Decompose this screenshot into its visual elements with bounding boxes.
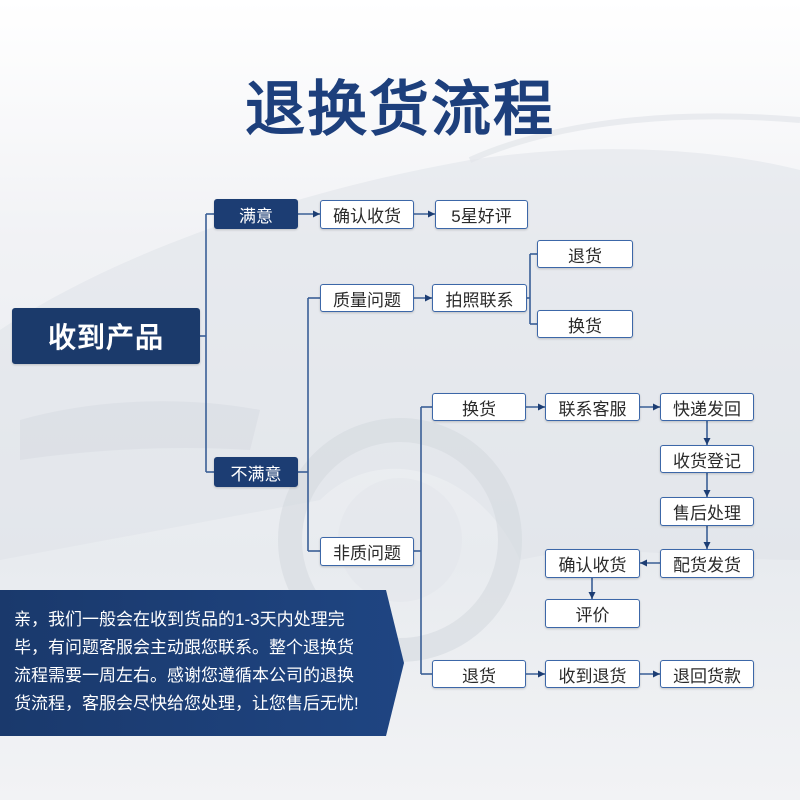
confirm-receipt-box: 确认收货 [320,200,414,229]
quality-issue-box: 质量问题 [320,284,414,312]
five-star-review-box: 5星好评 [435,200,528,229]
ship-goods-box: 配货发货 [660,549,754,578]
return-box-quality: 退货 [537,240,633,268]
note-text: 亲，我们一般会在收到货品的1-3天内处理完 毕，有问题客服会主动跟您联系。整个退… [14,606,359,718]
page-title: 退换货流程 [245,76,555,143]
return-box-non-quality: 退货 [432,660,526,688]
photo-contact-box: 拍照联系 [432,284,527,312]
after-sales-processing-box: 售后处理 [660,497,754,526]
note-panel: 亲，我们一般会在收到货品的1-3天内处理完 毕，有问题客服会主动跟您联系。整个退… [0,590,404,736]
satisfied-box: 满意 [214,199,298,229]
exchange-box-quality: 换货 [537,310,633,338]
note-line: 流程需要一周左右。感谢您遵循本公司的退换 [14,666,354,685]
exchange-box-non-quality: 换货 [432,393,526,421]
confirm-receipt-box-exchange: 确认收货 [545,549,640,578]
non-quality-issue-box: 非质问题 [320,537,414,566]
receive-return-box: 收到退货 [545,660,640,688]
note-line: 亲，我们一般会在收到货品的1-3天内处理完 [14,610,345,629]
contact-service-box: 联系客服 [545,393,640,421]
express-return-box: 快递发回 [660,393,754,421]
unsatisfied-box: 不满意 [214,457,298,487]
note-line: 毕，有问题客服会主动跟您联系。整个退换货 [14,638,354,657]
note-line: 货流程，客服会尽快给您处理，让您售后无忧! [14,694,359,713]
refund-box: 退回货款 [660,660,754,688]
receipt-registration-box: 收货登记 [660,445,754,473]
review-box: 评价 [545,599,640,628]
received-product-box: 收到产品 [12,308,200,364]
